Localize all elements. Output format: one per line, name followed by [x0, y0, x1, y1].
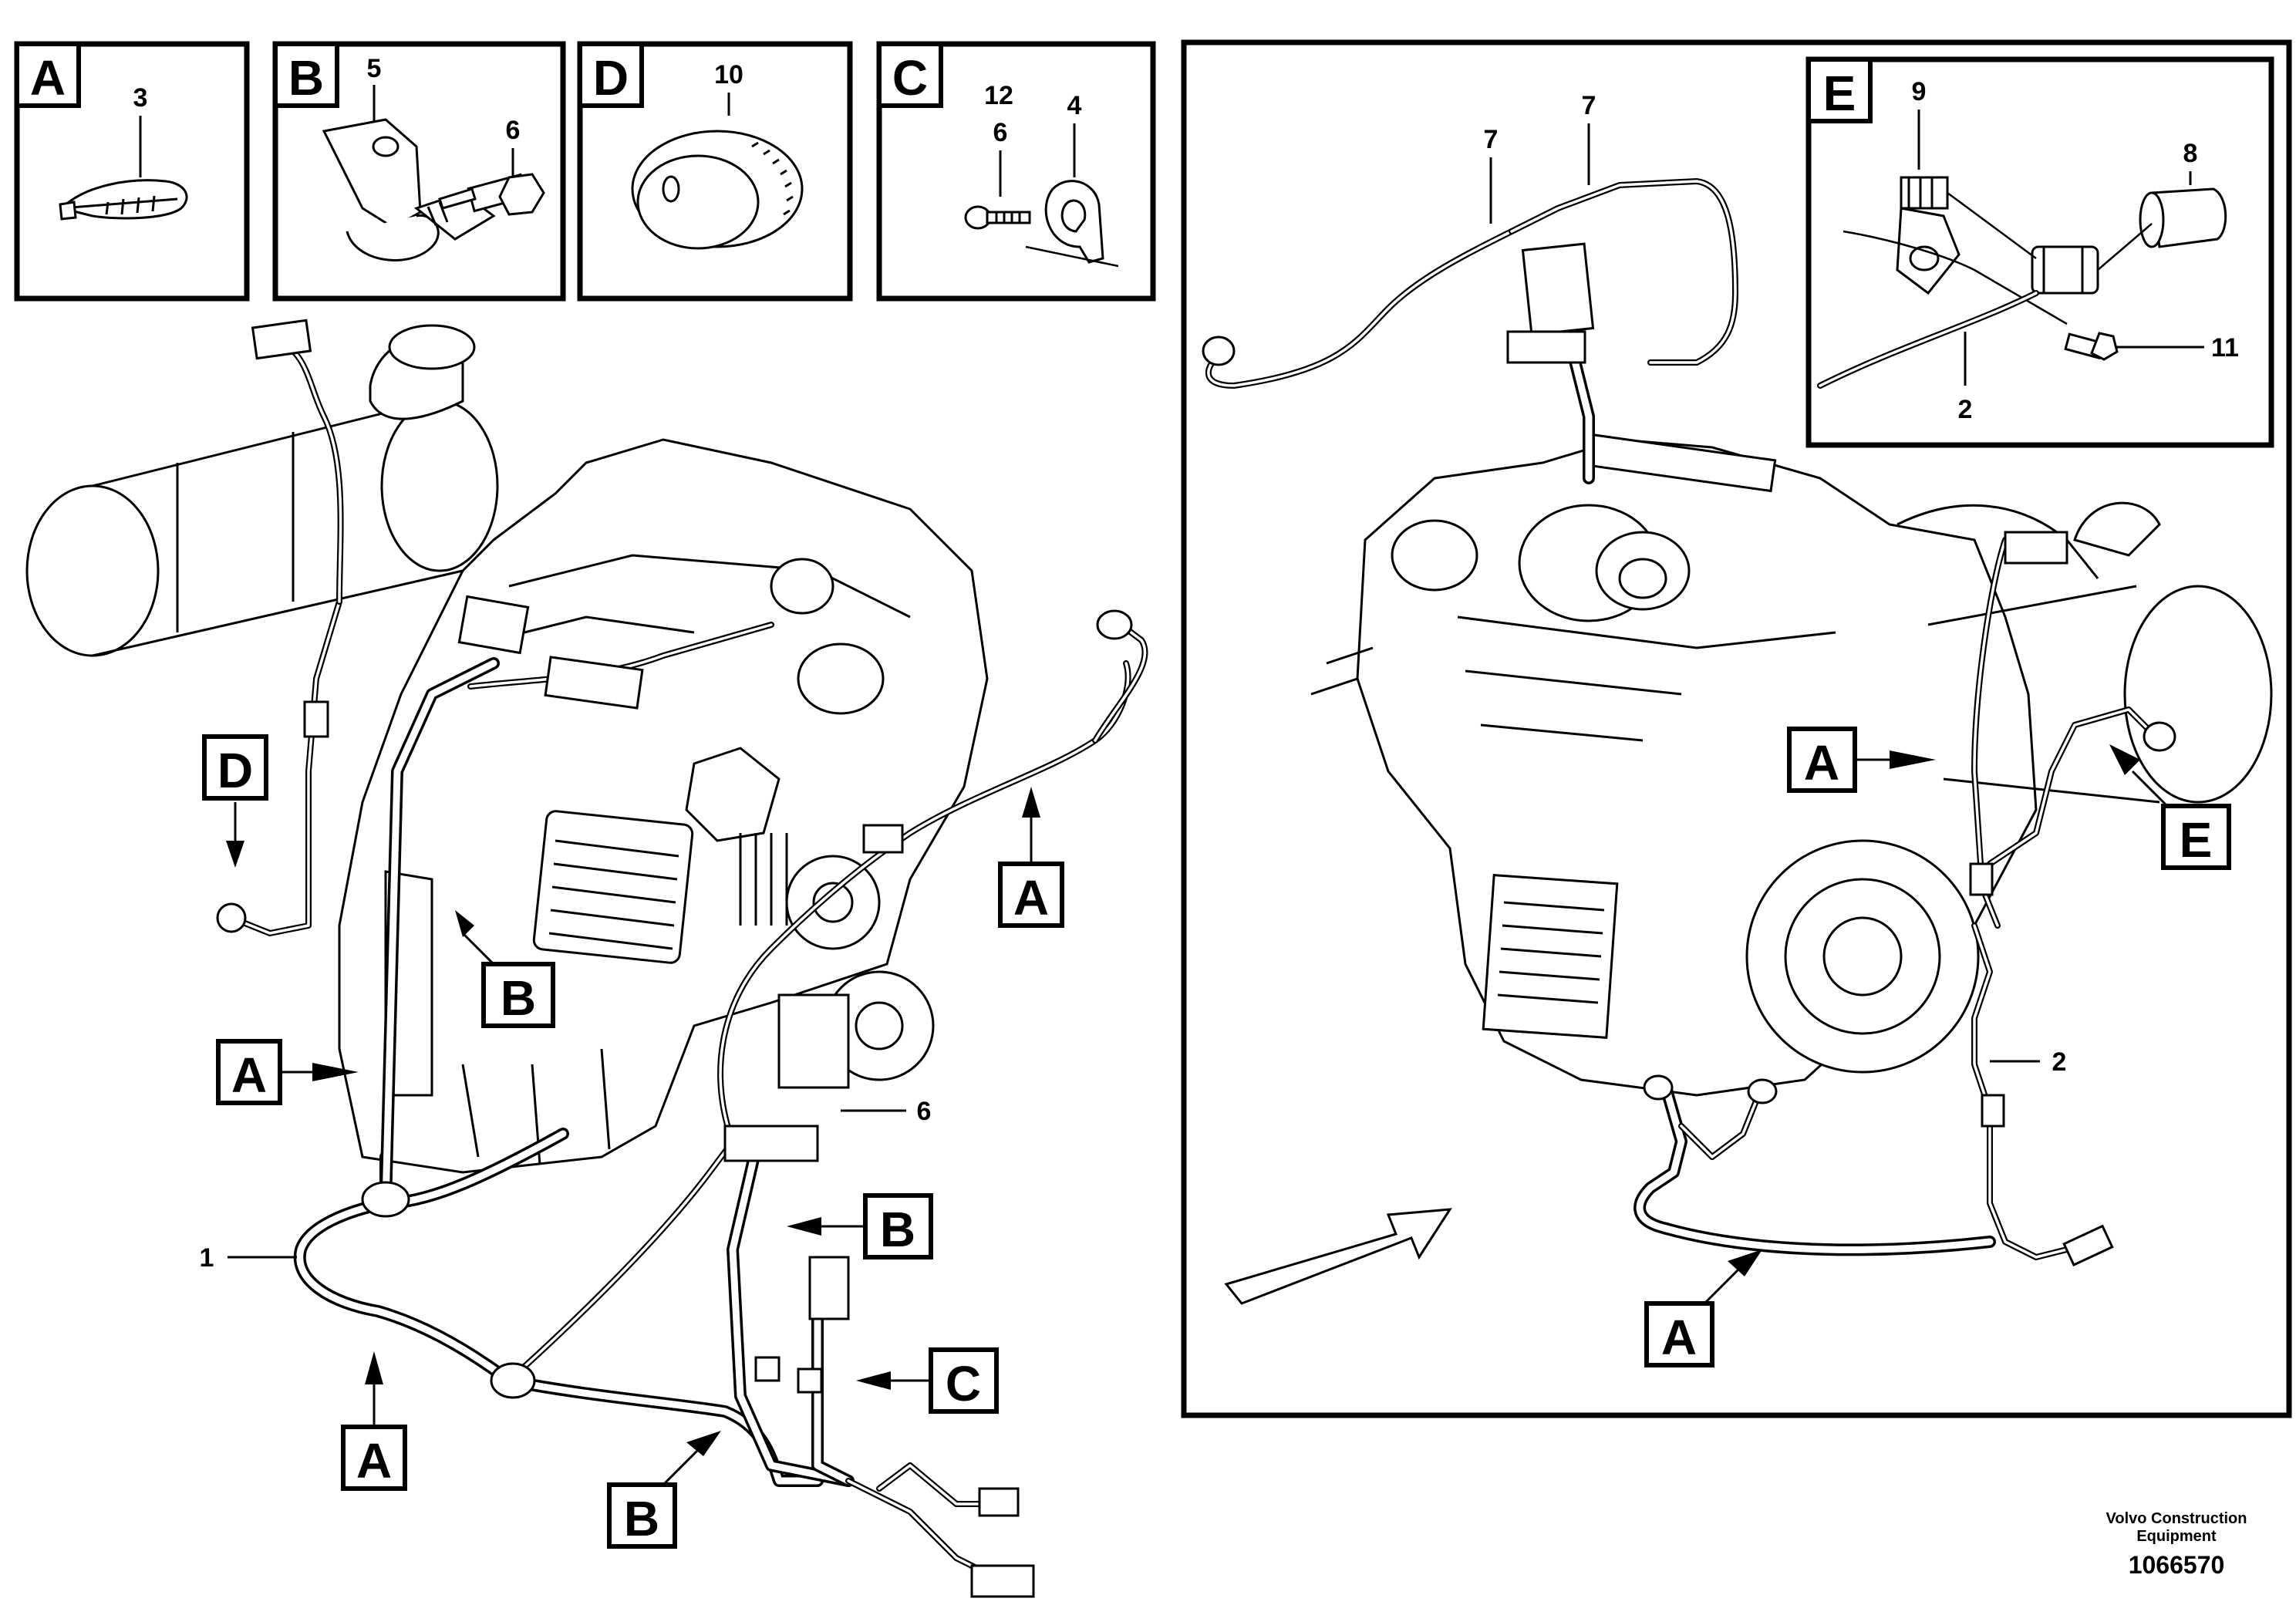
cable-tie-icon	[59, 179, 188, 221]
main-wiring-harness	[228, 336, 1148, 1592]
publisher-line-2: Equipment	[2136, 1528, 2217, 1545]
item-number-6-left: 6	[841, 1097, 931, 1126]
svg-text:E: E	[2180, 812, 2213, 868]
svg-text:A: A	[231, 1047, 267, 1103]
svg-text:B: B	[880, 1202, 915, 1257]
publisher-line-1: Volvo Construction	[2106, 1510, 2247, 1527]
panel-letter: C	[892, 50, 928, 106]
detail-panel-c: C 12 6 4	[876, 41, 1156, 302]
svg-text:A: A	[1804, 735, 1839, 791]
callout-b-left-right: B	[787, 1193, 933, 1259]
item-number: 11	[2211, 333, 2239, 363]
item-number-1: 1	[200, 1243, 297, 1273]
item-number: 8	[2183, 139, 2198, 168]
item-number: 6	[993, 118, 1008, 147]
svg-text:A: A	[356, 1433, 392, 1489]
callout-a-right-bottom: A	[1644, 1249, 1762, 1367]
svg-text:B: B	[501, 970, 536, 1026]
sensor-plug-icon	[2139, 187, 2227, 248]
sensor-bracket-icon	[1896, 176, 1961, 295]
svg-text:2: 2	[2052, 1047, 2067, 1077]
item-number: 10	[714, 60, 743, 89]
detail-panel-d: D 10	[577, 41, 853, 302]
right-connectors	[1202, 242, 2176, 1266]
grommet-ring-icon	[631, 130, 804, 250]
svg-text:C: C	[946, 1356, 981, 1411]
right-harness	[1205, 178, 2155, 1260]
item-number-2-right: 2	[1990, 1047, 2066, 1077]
panel-letter: D	[593, 50, 629, 106]
svg-text:A: A	[1661, 1310, 1697, 1365]
footer: Volvo Construction Equipment 1066570	[2106, 1510, 2247, 1579]
item-number: 3	[133, 83, 148, 113]
callout-a-left-right: A	[998, 787, 1064, 928]
svg-text:D: D	[217, 743, 253, 798]
detail-panel-a: A 3	[14, 41, 250, 302]
item-number-7a: 7	[1484, 125, 1499, 224]
item-number: 2	[1958, 395, 1973, 424]
item-number: 4	[1067, 91, 1082, 120]
callout-a-left-mid: A	[216, 1039, 359, 1105]
bolt-icon	[438, 173, 545, 216]
view-direction-arrow	[1224, 1208, 1452, 1305]
callout-b-left-bottom: B	[607, 1431, 721, 1549]
harness-connectors	[216, 319, 1133, 1598]
detail-panel-b: B 5 6	[272, 41, 566, 302]
item-number: 6	[506, 116, 521, 145]
connector-icon	[2031, 245, 2099, 295]
item-number: 12	[984, 81, 1013, 110]
item-number-7b: 7	[1582, 91, 1596, 185]
engine-block-right	[1310, 433, 2273, 1097]
right-engine-view: 7 7 2 A E A	[1202, 91, 2273, 1367]
detail-panel-e: E 9 8 11 2	[1805, 56, 2274, 448]
svg-text:1: 1	[200, 1243, 214, 1273]
callout-a-left-bottom: A	[341, 1351, 407, 1491]
exhaust-aftertreatment	[25, 324, 499, 657]
screw-icon	[964, 205, 1031, 230]
svg-text:A: A	[1013, 870, 1049, 926]
callout-b-left-mid: B	[455, 910, 555, 1028]
panel-letter: A	[30, 50, 66, 106]
panel-letter: B	[288, 50, 324, 106]
item-number: 9	[1912, 77, 1927, 106]
right-view-frame	[1181, 39, 2292, 1418]
item-number: 5	[367, 54, 382, 83]
callout-e-right: E	[2109, 744, 2231, 870]
svg-text:7: 7	[1484, 125, 1499, 154]
p-clip-icon	[1025, 180, 1119, 268]
figure-number: 1066570	[2129, 1551, 2225, 1579]
screw-icon	[2064, 332, 2119, 361]
svg-text:6: 6	[917, 1097, 932, 1126]
svg-text:B: B	[624, 1491, 659, 1546]
callout-c-left: C	[856, 1347, 999, 1414]
engine-block	[338, 438, 989, 1174]
left-engine-view: D A B A A B	[25, 319, 1148, 1598]
panel-letter: E	[1823, 66, 1856, 121]
callout-a-right-mid: A	[1787, 727, 1936, 793]
svg-text:7: 7	[1582, 91, 1596, 120]
callout-d-left: D	[202, 734, 268, 868]
